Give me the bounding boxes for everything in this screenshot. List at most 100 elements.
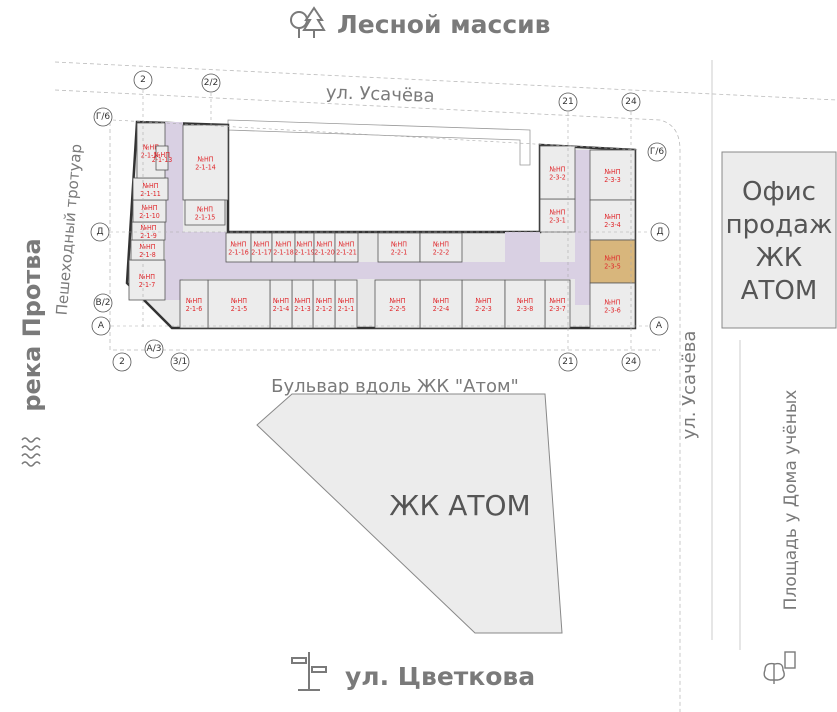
room-number: 2-1-4 [273, 305, 290, 313]
room-number: 2-1-19 [294, 249, 315, 257]
room-shape[interactable] [179, 279, 209, 329]
complex-label: ЖК АТОМ [389, 489, 530, 522]
room-number: 2-3-3 [604, 176, 621, 184]
sales-office[interactable] [721, 151, 837, 329]
room-number: 2-1-10 [139, 212, 160, 220]
street-bottom-label: ул. Цветкова [345, 662, 535, 691]
room-shape[interactable] [207, 279, 271, 329]
corridor [165, 122, 183, 300]
street-right-label: ул. Усачёва [679, 331, 700, 440]
room-number: 2-2-4 [433, 305, 450, 313]
axis-marker: 2 [133, 70, 153, 90]
forest-label: Лесной массив [337, 10, 551, 39]
room-prefix: №НП [140, 204, 157, 212]
boulevard-label: Бульвар вдоль ЖК "Атом" [271, 376, 519, 397]
axis-marker: Г/6 [93, 107, 113, 127]
room-shape[interactable] [539, 198, 576, 233]
corridor [165, 262, 595, 279]
complex-atom-block[interactable] [256, 393, 563, 634]
room-prefix: №НП [229, 241, 246, 249]
room-shape[interactable] [377, 232, 421, 263]
axis-marker: 3/1 [170, 352, 190, 372]
room-shape[interactable] [539, 145, 576, 200]
axis-label: В/2 [96, 298, 111, 308]
room-shape[interactable] [182, 124, 229, 201]
axis-marker: Д [650, 222, 670, 242]
room-prefix: №НП [139, 224, 156, 232]
room-shape[interactable] [334, 232, 359, 263]
room-shape[interactable] [589, 282, 636, 329]
room-number: 2-2-3 [475, 305, 492, 313]
trees-icon [290, 6, 326, 38]
room-shape[interactable] [128, 259, 166, 301]
room-prefix: №НП [293, 297, 310, 305]
room-prefix: №НП [185, 297, 202, 305]
office-label-line: продаж [726, 210, 833, 240]
axis-label: 21 [562, 97, 573, 107]
room-shape[interactable] [589, 239, 636, 284]
room-shape[interactable] [419, 279, 463, 329]
room-shape[interactable] [589, 149, 636, 201]
room-shape[interactable] [374, 279, 421, 329]
street-top-label: ул. Усачёва [325, 82, 435, 107]
axis-label: А/3 [147, 344, 162, 354]
room-number: 2-3-5 [604, 263, 621, 271]
office-label-line: АТОМ [741, 276, 818, 306]
room-number: 2-2-2 [433, 249, 450, 257]
room-shape[interactable] [504, 279, 546, 329]
room-shape[interactable] [589, 199, 636, 241]
room-number: 2-1-18 [273, 249, 294, 257]
axis-label: А [98, 321, 105, 331]
tree-bench-icon [763, 651, 796, 684]
axis-label: 3/1 [173, 357, 187, 367]
river-label: река Протва [18, 238, 46, 411]
room-shape[interactable] [544, 279, 571, 329]
room-shape[interactable] [184, 199, 226, 226]
room-shape[interactable] [225, 232, 252, 263]
axis-marker: 21 [558, 352, 578, 372]
axis-marker: Г/6 [647, 142, 667, 162]
room-number: 2-2-5 [389, 305, 406, 313]
room-shape[interactable] [155, 145, 169, 171]
room-shape[interactable] [419, 232, 463, 263]
axis-label: 2 [119, 357, 125, 367]
room-number: 2-1-5 [231, 305, 248, 313]
axis-label: 21 [562, 357, 573, 367]
room-prefix: №НП [138, 243, 155, 251]
room-shape[interactable] [461, 279, 506, 329]
